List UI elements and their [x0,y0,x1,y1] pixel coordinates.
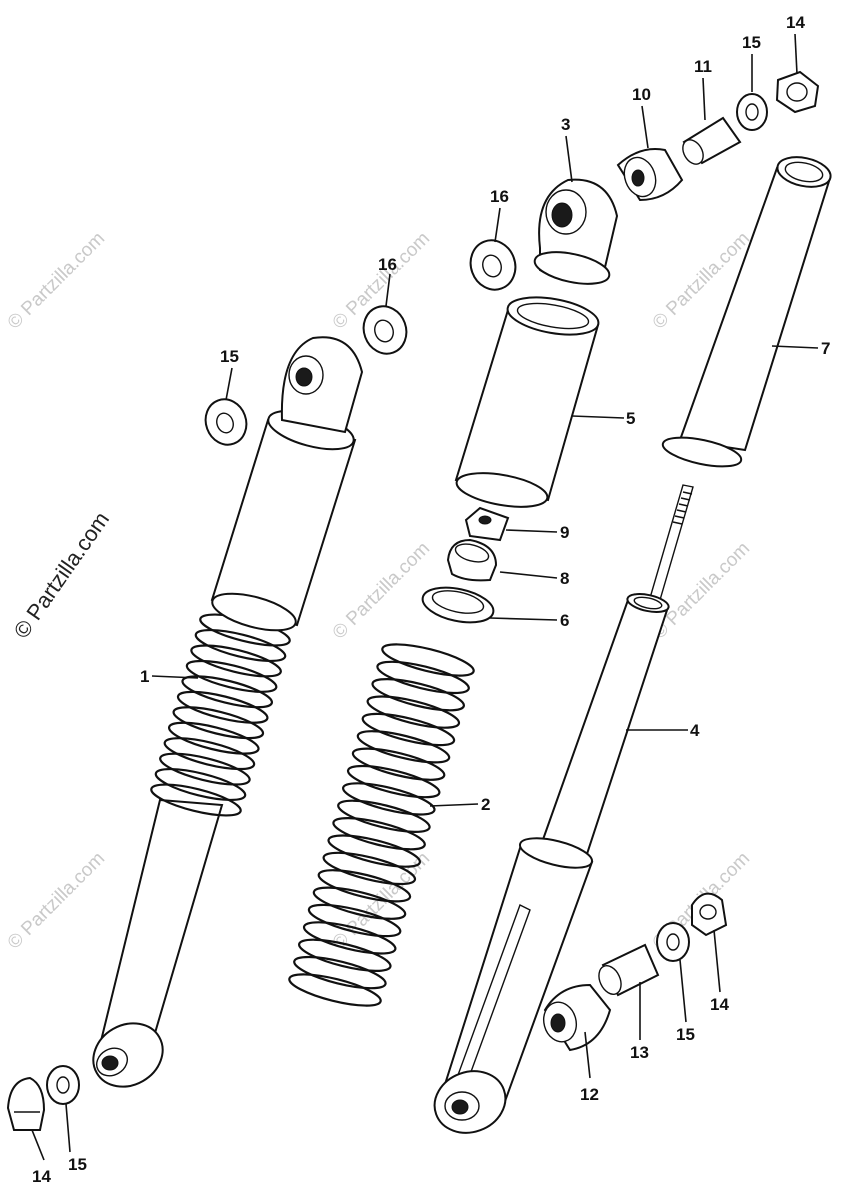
shock-spring [150,613,291,817]
callout-13: 13 [630,1043,649,1062]
shock-absorber-assembly [92,336,364,1088]
spring-coil [163,737,256,771]
callout-6: 6 [560,611,569,630]
callout-15-top: 15 [742,33,761,52]
spring-coil [351,747,446,781]
spring-coil [288,973,382,1007]
spring-coil [194,628,287,663]
callout-15-left: 15 [220,347,239,366]
outer-tube [661,156,832,468]
spring-coil [307,903,402,938]
damper-body [433,484,694,1134]
spring-coil [376,660,470,695]
upper-joint [533,178,619,285]
spring-coil [150,783,242,817]
leader-lines [31,33,819,1161]
watermark: © Partzilla.com [4,228,109,333]
watermark: © Partzilla.com [329,538,434,643]
spring-coil [346,764,441,799]
hardware-top [204,70,820,446]
callout-8: 8 [560,569,569,588]
spring-coil [172,706,265,740]
callout-9: 9 [560,523,569,542]
callout-11: 11 [694,57,712,76]
spring-coil [371,678,465,712]
callout-2: 2 [481,795,490,814]
spring-coil [293,955,387,990]
callout-4: 4 [690,721,700,740]
spring-coil [181,675,274,709]
spring-coil [361,712,456,747]
spring-coil [176,690,269,724]
callout-15-bottom: 15 [68,1155,87,1174]
callout-16-left: 16 [378,255,397,274]
callout-16-center: 16 [490,187,509,206]
watermark: © Partzilla.com [4,848,109,953]
callout-14-top: 14 [786,13,805,32]
spring-coil [322,851,417,886]
spring-coil [342,782,436,816]
spring-coil [381,643,475,677]
spring-coil [167,721,260,755]
loose-spring [288,643,475,1007]
rod-thread [672,491,693,525]
hardware-bottom [6,892,728,1131]
spring-coil [332,817,426,851]
callout-14-right: 14 [710,995,729,1014]
spring-coil [302,921,397,955]
callout-7: 7 [821,339,830,358]
spring-coil [159,752,251,786]
callout-labels: 1 2 3 4 5 6 7 8 9 10 11 12 13 14 14 14 1… [32,13,830,1186]
callout-15-right: 15 [676,1025,695,1044]
spring-coil [154,767,247,802]
spring-coil [185,659,278,693]
spring-coil [317,869,412,903]
spring-coil [312,886,407,920]
callout-14-left: 14 [32,1167,51,1186]
callout-1: 1 [140,667,149,686]
spring-coil [190,644,282,678]
callout-5: 5 [626,409,635,428]
callout-12: 12 [580,1085,599,1104]
callout-3: 3 [561,115,570,134]
spring-coil [356,730,451,764]
cover-tube [454,296,600,508]
spring-coil [327,834,421,868]
callout-10: 10 [632,85,651,104]
spring-coil [298,938,392,972]
seat-stack [421,506,510,624]
spring-coil [337,799,431,833]
watermark-main: © Partzilla.com [9,507,115,643]
spring-coil [366,695,461,729]
